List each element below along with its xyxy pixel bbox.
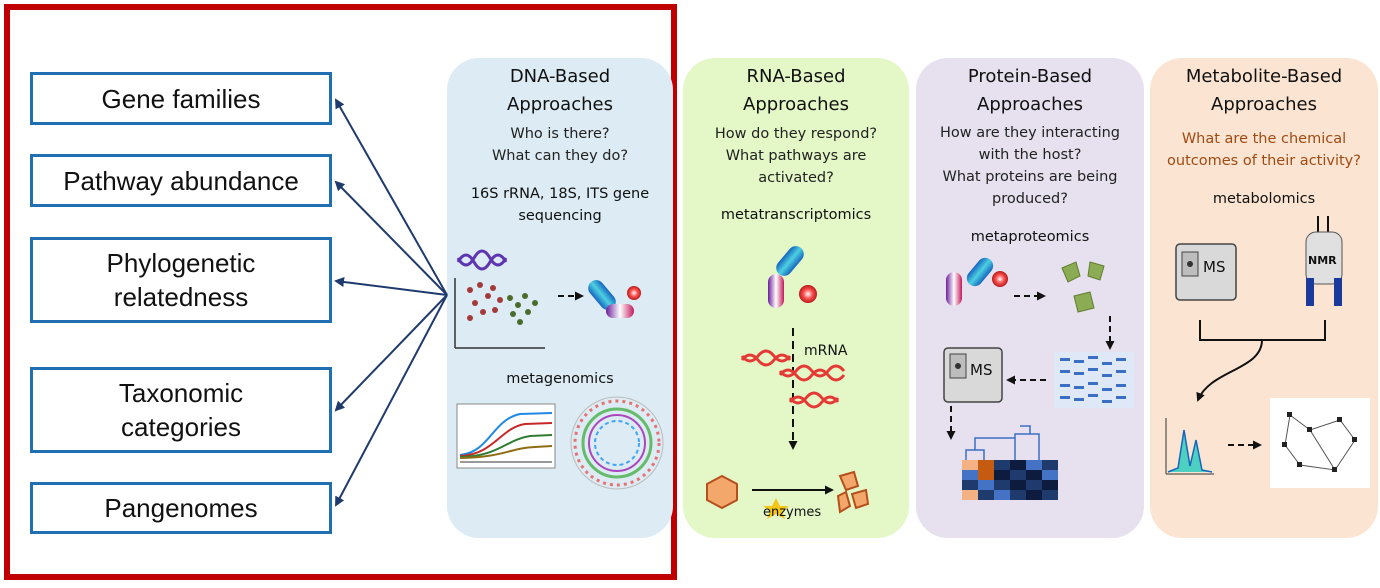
heatmap-dendrogram-icon xyxy=(962,425,1058,500)
output-label: Pangenomes xyxy=(104,493,258,523)
ms-label: MS xyxy=(970,361,992,379)
output-arrows xyxy=(334,98,448,507)
method-label-metagenomics: metagenomics xyxy=(506,371,614,387)
mrna-label: mRNA xyxy=(804,343,848,359)
circular-genome-icon xyxy=(570,396,664,490)
metabolic-network-icon xyxy=(1270,398,1370,488)
scatter-plot-icon xyxy=(454,278,545,349)
arrow-pathway xyxy=(334,180,448,296)
enzymes-label: enzymes xyxy=(763,505,821,520)
substrate-hexagon-icon xyxy=(706,474,738,510)
bacteria-icon xyxy=(946,257,1008,306)
arrow-taxonomic xyxy=(334,294,448,412)
protein-fragments-icon xyxy=(1061,261,1105,313)
panel-question: Who is there? What can they do? xyxy=(491,126,629,164)
panel-rna: RNA-Based Approaches How do they respond… xyxy=(683,58,909,538)
bacteria-icon xyxy=(768,246,817,308)
arrow-phylogenetic xyxy=(334,277,448,296)
gel-electrophoresis-icon xyxy=(1054,352,1134,408)
highlight-frame xyxy=(4,4,677,580)
growth-curves-icon xyxy=(456,403,556,469)
method-label: 16S rRNA, 18S, ITS gene sequencing xyxy=(470,186,650,224)
output-pangenomes: Pangenomes xyxy=(30,482,332,534)
output-taxonomic-categories: Taxonomic categories xyxy=(30,367,332,453)
mass-spectrometer-icon: MS xyxy=(943,347,1003,403)
panel-title: Metabolite-Based Approaches xyxy=(1185,66,1343,115)
panel-title: RNA-Based Approaches xyxy=(743,66,849,115)
merge-bracket xyxy=(1199,320,1326,341)
bacteria-icon xyxy=(588,280,641,318)
dna-helix-icon xyxy=(456,249,508,271)
output-label: Pathway abundance xyxy=(63,165,299,196)
ms-label: MS xyxy=(1203,258,1225,276)
arrow-pangenomes xyxy=(335,294,448,507)
nmr-label: NMR xyxy=(1308,254,1337,267)
nmr-spectrometer-icon: NMR xyxy=(1305,216,1343,306)
panel-protein: Protein-Based Approaches How are they in… xyxy=(916,58,1144,538)
arrow-icon xyxy=(1196,339,1263,402)
output-phylogenetic-relatedness: Phylogenetic relatedness xyxy=(30,237,332,323)
output-label: Taxonomic categories xyxy=(118,378,244,442)
panel-title: DNA-Based Approaches xyxy=(507,66,613,115)
output-label: Gene families xyxy=(101,83,261,114)
product-fragments-icon xyxy=(836,470,870,514)
arrow-gene-families xyxy=(335,98,448,296)
mrna-strand-icon xyxy=(740,349,846,409)
star-icon xyxy=(763,498,789,519)
output-label: Phylogenetic relatedness xyxy=(106,248,256,312)
panel-question: How are they interacting with the host? … xyxy=(939,125,1121,207)
output-pathway-abundance: Pathway abundance xyxy=(30,154,332,207)
method-label: metabolomics xyxy=(1212,191,1316,207)
panel-question: How do they respond? What pathways are a… xyxy=(714,126,878,186)
spectrum-peaks-icon xyxy=(1165,418,1214,475)
method-label: metaproteomics xyxy=(970,229,1090,245)
panel-title: Protein-Based Approaches xyxy=(967,66,1093,115)
output-gene-families: Gene families xyxy=(30,72,332,125)
panel-question: What are the chemical outcomes of their … xyxy=(1167,131,1361,169)
mass-spectrometer-icon: MS xyxy=(1175,243,1237,301)
method-label: metatranscriptomics xyxy=(720,207,872,223)
